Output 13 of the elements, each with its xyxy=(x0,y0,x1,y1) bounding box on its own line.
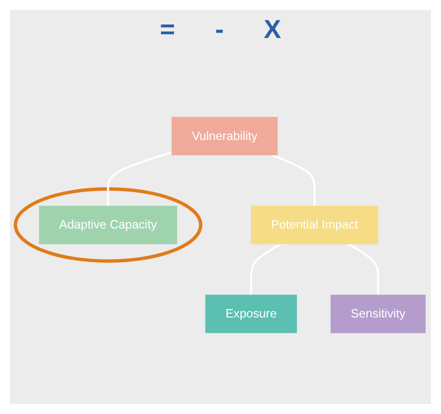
connector xyxy=(250,243,282,295)
node-box: Sensitivity xyxy=(330,294,426,334)
connector xyxy=(348,243,380,295)
operator-symbol: X xyxy=(264,14,282,45)
operator-symbol: = xyxy=(160,14,176,45)
node-box: Vulnerability xyxy=(172,116,278,156)
node-box: Adaptive Capacity xyxy=(38,206,178,244)
node-box: Exposure xyxy=(205,294,297,334)
node-box: Potential Impact xyxy=(250,206,378,244)
connector xyxy=(107,152,172,206)
connector xyxy=(272,154,316,206)
operator-symbol: - xyxy=(215,14,224,45)
highlight-ellipse xyxy=(14,187,202,263)
